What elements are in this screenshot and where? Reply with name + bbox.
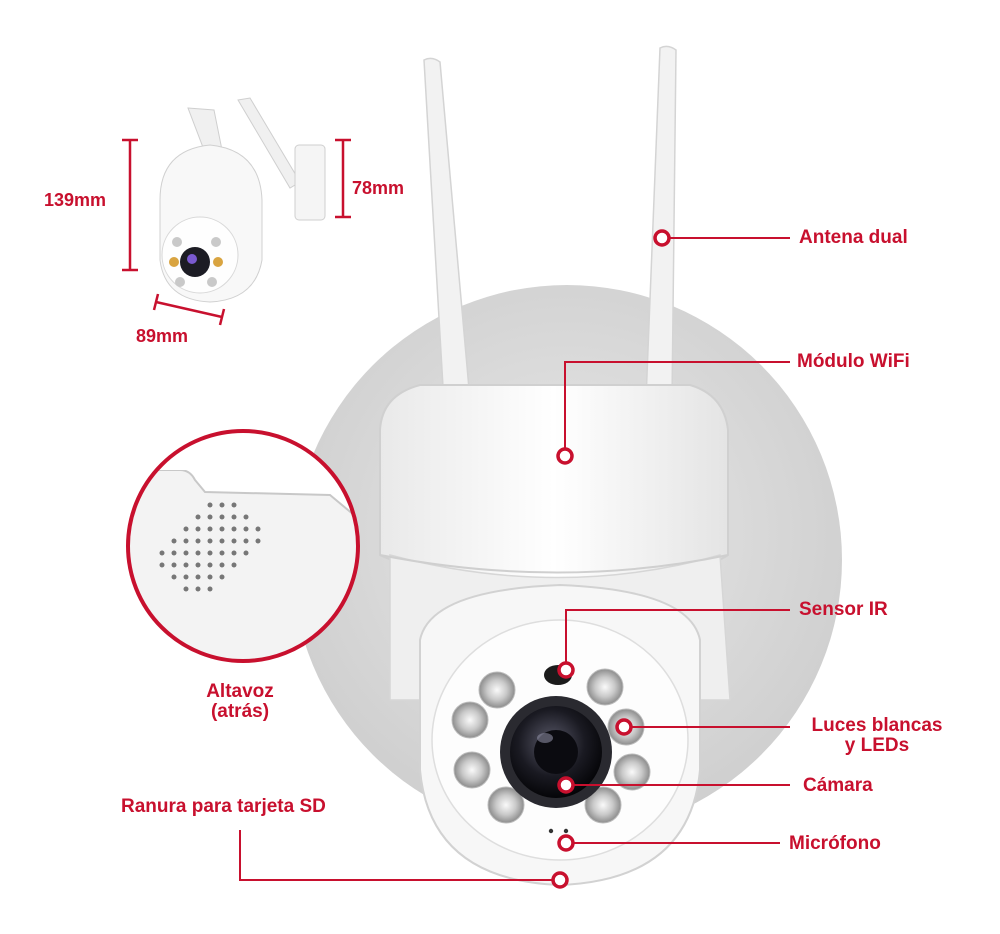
sd-slot-label: Ranura para tarjeta SD xyxy=(121,796,326,817)
camera-label: Cámara xyxy=(803,775,873,796)
antenna-label: Antena dual xyxy=(799,227,908,248)
dimension-lines xyxy=(122,138,351,326)
width-dimension-label: 89mm xyxy=(136,326,189,346)
led-ring xyxy=(451,668,651,824)
ir-sensor-label: Sensor IR xyxy=(799,599,888,620)
microphone-label: Micrófono xyxy=(789,833,881,854)
speaker-label-line1: Altavoz xyxy=(206,681,274,702)
head-height-dimension-label: 78mm xyxy=(352,178,405,198)
leds-label: Luces blancas y LEDs xyxy=(797,716,957,756)
led-light xyxy=(478,671,516,709)
led-light xyxy=(487,786,525,824)
antennas xyxy=(423,45,677,405)
speaker-label: Altavoz (atrás) xyxy=(180,682,300,722)
height-dimension-label: 139mm xyxy=(44,190,107,210)
leds-label-line2: y LEDs xyxy=(844,735,910,756)
microphone-holes xyxy=(548,828,569,834)
speaker-zoom xyxy=(126,429,360,663)
camera-thumbnail xyxy=(159,97,326,303)
led-light xyxy=(453,751,491,789)
led-light xyxy=(584,786,622,824)
leds-label-line1: Luces blancas xyxy=(811,715,943,736)
camera-lens xyxy=(500,696,612,808)
speaker-label-line2: (atrás) xyxy=(210,701,270,722)
led-light xyxy=(613,753,651,791)
callout-dots xyxy=(551,229,671,889)
led-light xyxy=(586,668,624,706)
led-light xyxy=(451,701,489,739)
wifi-module-label: Módulo WiFi xyxy=(797,351,910,372)
callout-lines xyxy=(239,237,790,881)
